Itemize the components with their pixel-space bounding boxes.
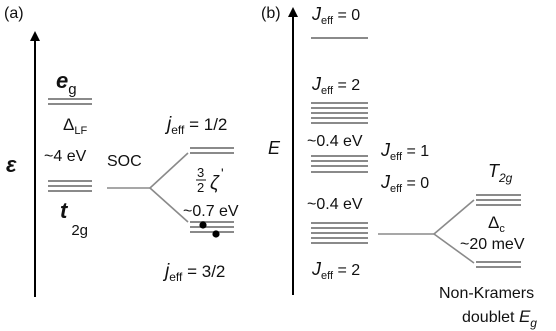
j-three-half-label: jeff = 3/2 <box>162 261 225 284</box>
crystal-upper-branch <box>433 199 475 235</box>
j2-lower-label: Jeff = 2 <box>311 259 360 282</box>
t2g-upper-label: T2g <box>488 161 513 185</box>
j0-top-label: Jeff = 0 <box>311 4 360 27</box>
panel-a-axis-label: ε <box>6 152 17 177</box>
soc-energy-label: ~0.7 eV <box>183 203 239 220</box>
panel-a-label: (a) <box>4 5 24 22</box>
t2g-label: t2g <box>60 198 88 239</box>
electron-dot-1 <box>199 221 207 229</box>
panel-b: (b) E Jeff = 0 Jeff = 2 ~0.4 eV Jeff = 1… <box>261 4 537 330</box>
delta-lf-label: ΔLF <box>63 115 87 137</box>
crystal-lower-branch <box>433 233 475 264</box>
svg-text:ζ: ζ <box>210 173 220 194</box>
j2-upper-label: Jeff = 2 <box>311 74 360 97</box>
gap-upper-label: ~0.4 eV <box>307 133 363 150</box>
svg-text:2: 2 <box>197 180 204 195</box>
j0-mid-label: Jeff = 0 <box>380 172 429 195</box>
svg-text:': ' <box>221 165 224 181</box>
lf-energy-label: ~4 eV <box>44 148 87 165</box>
j-half-label: jeff = 1/2 <box>164 114 227 137</box>
eg-label: eg <box>56 68 77 98</box>
crystal-energy-label: ~20 meV <box>460 236 525 253</box>
svg-text:3: 3 <box>197 165 204 180</box>
panel-b-axis-label: E <box>268 138 281 158</box>
soc-label: SOC <box>107 153 142 170</box>
delta-c-label: Δc <box>488 213 505 235</box>
j1-label: Jeff = 1 <box>380 140 429 163</box>
gap-lower-label: ~0.4 eV <box>307 196 363 213</box>
soc-zeta-label: 3 2 ζ ' <box>196 165 224 195</box>
soc-upper-branch <box>149 152 189 189</box>
panel-b-label: (b) <box>261 5 281 22</box>
soc-lower-branch <box>149 187 189 223</box>
doublet-eg-label: doublet Eg <box>462 307 537 330</box>
non-kramers-label: Non-Kramers <box>439 285 534 302</box>
panel-a: (a) ε eg ΔLF ~4 eV t2g SOC jeff = 1/2 <box>4 5 239 297</box>
electron-dot-2 <box>212 230 220 238</box>
